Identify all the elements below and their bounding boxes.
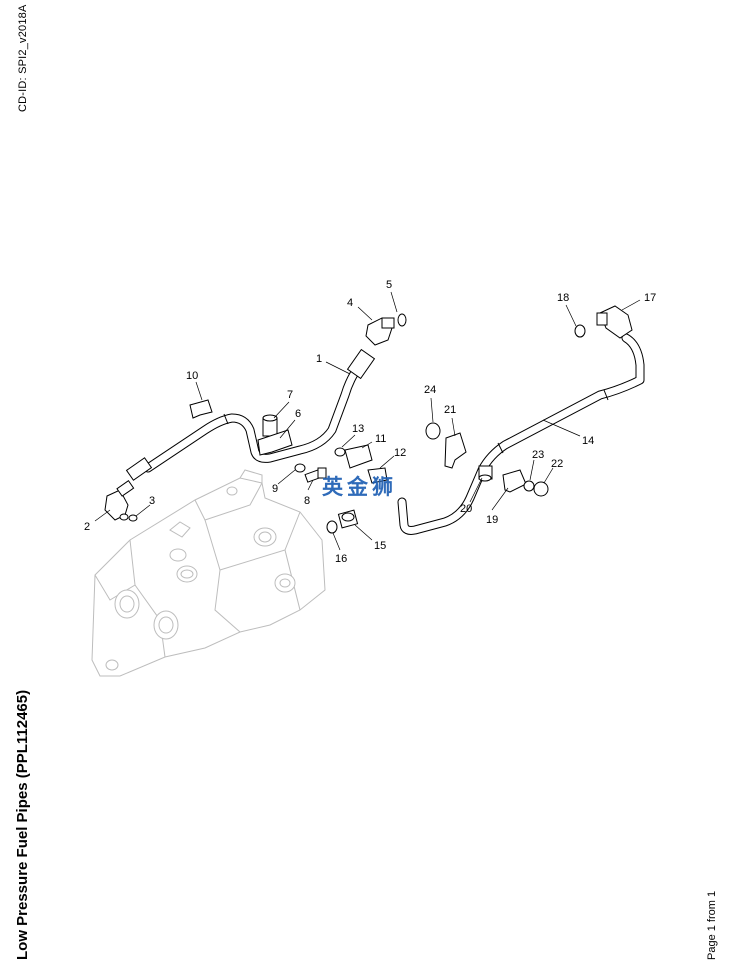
part-2-elbow-fitting: [104, 480, 135, 521]
part-21-bracket: [444, 432, 467, 469]
part-12-clip: [367, 467, 388, 484]
callout-9: 9: [272, 483, 278, 495]
callout-24: 24: [424, 384, 436, 396]
part-6-bracket: [257, 429, 293, 456]
part-10-clip: [189, 399, 213, 419]
part-20-sleeve: [478, 465, 493, 482]
callout-10: 10: [186, 370, 198, 382]
part-13-washer: [334, 447, 346, 457]
part-18-seal-ring: [574, 324, 586, 338]
part-24-sleeve: [425, 422, 441, 440]
part-22-nut: [533, 481, 549, 497]
callout-18: 18: [557, 292, 569, 304]
part-4-upper-elbow: [365, 317, 395, 346]
callout-20: 20: [460, 503, 472, 515]
callout-6: 6: [295, 408, 301, 420]
callout-16: 16: [335, 553, 347, 565]
leader-lines: [94, 291, 641, 551]
part-8-bolt: [304, 467, 327, 483]
part-11-bracket: [344, 444, 373, 469]
callout-7: 7: [287, 389, 293, 401]
part-19-clip: [502, 469, 527, 493]
callout-17: 17: [644, 292, 656, 304]
callout-13: 13: [352, 423, 364, 435]
callout-15: 15: [374, 540, 386, 552]
part-23-washer: [523, 480, 535, 492]
callout-12: 12: [394, 447, 406, 459]
callout-8: 8: [304, 495, 310, 507]
callout-numbers: 1 2 3 4 5 6 7 8 9 10 11 12 13 14 15 16 1…: [84, 279, 656, 565]
callout-23: 23: [532, 449, 544, 461]
part-16-seal-ring: [326, 520, 338, 534]
part-9-washer: [294, 463, 306, 473]
callout-2: 2: [84, 521, 90, 533]
part-15-connector: [337, 509, 359, 529]
callout-19: 19: [486, 514, 498, 526]
pipe-14: [397, 333, 645, 535]
part-5-seal-ring: [397, 313, 407, 327]
callout-11: 11: [375, 433, 386, 445]
watermark-text: 英金狮: [322, 475, 397, 499]
callout-4: 4: [347, 297, 353, 309]
pipe-1: [125, 348, 376, 481]
callout-3: 3: [149, 495, 155, 507]
callout-1: 1: [316, 353, 322, 365]
callout-21: 21: [444, 404, 456, 416]
part-17-elbow-fitting: [596, 305, 633, 339]
callout-14: 14: [582, 435, 594, 447]
part-3-seal-ring: [128, 514, 138, 522]
callout-22: 22: [551, 458, 563, 470]
part-7-sleeve: [262, 414, 278, 437]
engine-housing-ghost: [91, 469, 326, 677]
callout-5: 5: [386, 279, 392, 291]
